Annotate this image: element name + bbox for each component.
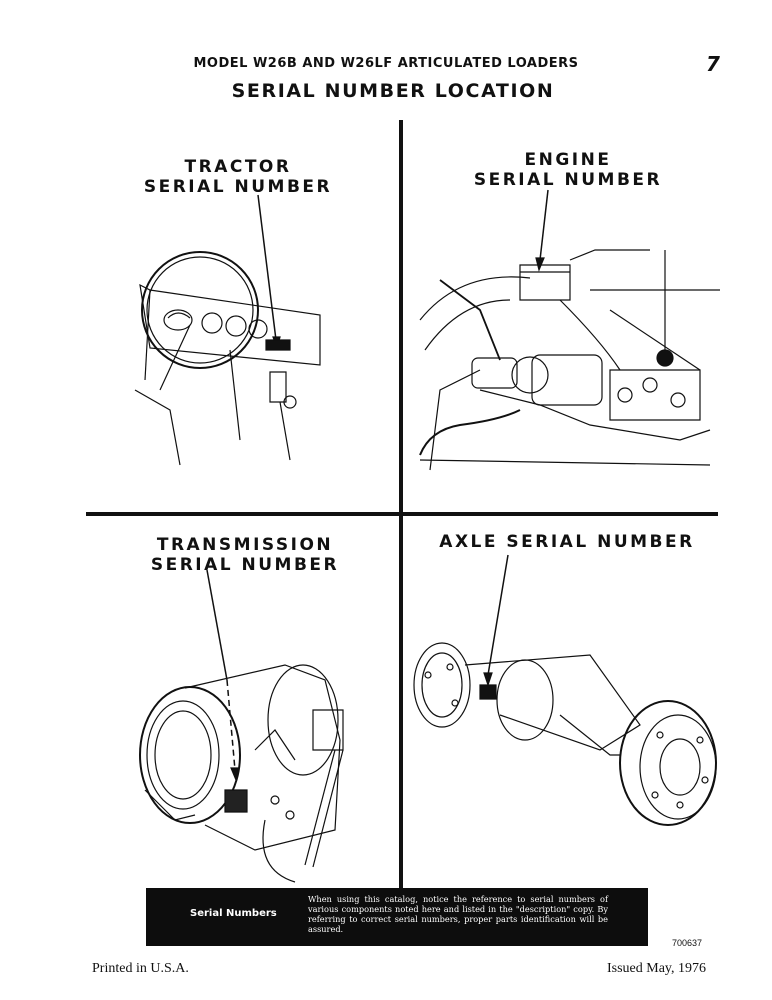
callout-title: Serial Numbers bbox=[190, 908, 277, 919]
axle-serial-label: AXLE SERIAL NUMBER bbox=[414, 532, 720, 552]
serial-numbers-callout: Serial Numbers When using this catalog, … bbox=[146, 888, 648, 946]
transmission-label-line2: SERIAL NUMBER bbox=[150, 555, 340, 575]
engine-label-line1: ENGINE bbox=[524, 150, 612, 170]
horizontal-divider bbox=[86, 512, 718, 516]
tractor-pointer-arrow bbox=[258, 195, 276, 340]
page-title: SERIAL NUMBER LOCATION bbox=[231, 80, 555, 102]
tractor-serial-label: TRACTOR SERIAL NUMBER bbox=[118, 157, 358, 197]
axle-label-line1: AXLE SERIAL NUMBER bbox=[439, 532, 695, 552]
tractor-dash-illustration bbox=[130, 190, 330, 465]
transmission-serial-label: TRANSMISSION SERIAL NUMBER bbox=[120, 535, 370, 575]
model-heading-text: MODEL W26B AND W26LF ARTICULATED LOADERS bbox=[193, 56, 579, 71]
tractor-label-line1: TRACTOR bbox=[184, 157, 292, 177]
callout-body: When using this catalog, notice the refe… bbox=[308, 894, 608, 934]
engine-pointer-arrow bbox=[540, 190, 548, 260]
axle-pointer-arrow bbox=[488, 555, 508, 675]
axle-illustration bbox=[410, 555, 720, 830]
model-heading: MODEL W26B AND W26LF ARTICULATED LOADERS bbox=[0, 56, 772, 71]
engine-serial-label: ENGINE SERIAL NUMBER bbox=[448, 150, 688, 190]
transmission-pointer-arrow bbox=[207, 570, 227, 680]
footer-printed: Printed in U.S.A. bbox=[92, 961, 189, 976]
transmission-illustration bbox=[135, 570, 375, 885]
page-number: 7 bbox=[706, 52, 720, 76]
engine-label-line2: SERIAL NUMBER bbox=[473, 170, 663, 190]
footer-issued: Issued May, 1976 bbox=[607, 961, 707, 976]
vertical-divider bbox=[399, 120, 403, 895]
figure-number: 700637 bbox=[672, 938, 703, 948]
transmission-label-line1: TRANSMISSION bbox=[156, 535, 334, 555]
tractor-label-line2: SERIAL NUMBER bbox=[143, 177, 333, 197]
engine-illustration bbox=[420, 190, 720, 480]
